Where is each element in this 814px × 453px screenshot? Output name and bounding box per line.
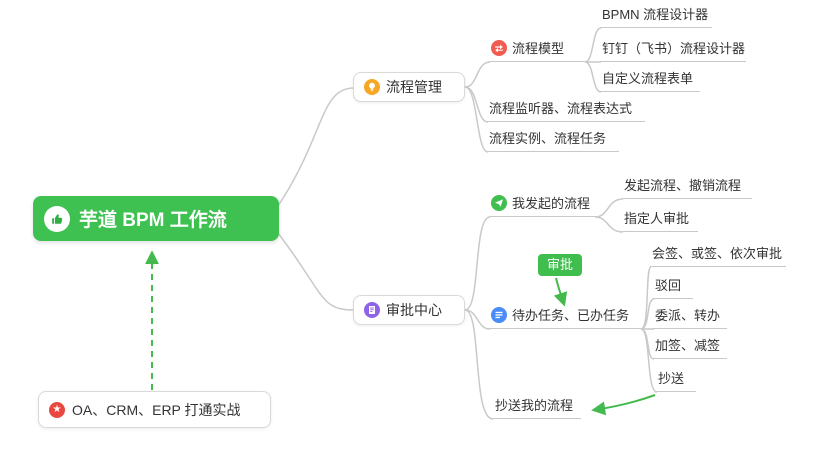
branch-label: 流程管理: [386, 79, 442, 95]
approval-tag-label: 审批: [547, 257, 574, 272]
topic-add-remove-sign[interactable]: 加签、减签: [653, 336, 727, 359]
practice-label: OA、CRM、ERP 打通实战: [72, 401, 241, 418]
topic-label: 流程模型: [512, 41, 565, 56]
root-label: 芋道 BPM 工作流: [79, 210, 227, 231]
topic-countersign[interactable]: 会签、或签、依次审批: [650, 244, 786, 267]
topic-my-processes[interactable]: 我发起的流程: [489, 194, 595, 217]
topic-process-model[interactable]: 流程模型: [489, 39, 585, 62]
topic-label: 指定人审批: [624, 211, 690, 226]
branch-process-management[interactable]: 流程管理: [353, 72, 465, 102]
topic-label: 流程监听器、流程表达式: [489, 101, 633, 116]
bulb-icon: [364, 79, 380, 95]
topic-label: 钉钉（飞书）流程设计器: [602, 41, 746, 56]
topic-initiate-cancel[interactable]: 发起流程、撤销流程: [622, 176, 752, 199]
relation-arrows: [145, 250, 656, 416]
branch-approval-center[interactable]: 审批中心: [353, 295, 465, 325]
topic-dingtalk-designer[interactable]: 钉钉（飞书）流程设计器: [600, 39, 746, 62]
paper-plane-icon: [491, 194, 507, 211]
topic-bpmn-designer[interactable]: BPMN 流程设计器: [600, 5, 712, 28]
topic-label: 流程实例、流程任务: [489, 131, 607, 146]
topic-label: 待办任务、已办任务: [512, 308, 630, 323]
topic-label: 驳回: [655, 278, 682, 293]
practice-node[interactable]: ★ OA、CRM、ERP 打通实战: [38, 391, 271, 428]
topic-label: 会签、或签、依次审批: [652, 246, 783, 261]
topic-instance-task[interactable]: 流程实例、流程任务: [487, 129, 619, 152]
thumbs-up-icon: [44, 205, 70, 232]
topic-cc[interactable]: 抄送: [656, 369, 696, 392]
approval-tag[interactable]: 审批: [538, 254, 583, 276]
branch-label: 审批中心: [386, 302, 442, 318]
approval-tag-arrow: [553, 277, 568, 307]
star-icon: ★: [49, 401, 65, 418]
topic-label: 发起流程、撤销流程: [624, 178, 742, 193]
topic-delegate-transfer[interactable]: 委派、转办: [653, 306, 727, 329]
topic-label: 抄送我的流程: [495, 398, 574, 413]
topic-label: 自定义流程表单: [602, 71, 694, 86]
topic-todo-done[interactable]: 待办任务、已办任务: [489, 306, 641, 329]
topic-label: 加签、减签: [655, 338, 721, 353]
topic-assignee-approval[interactable]: 指定人审批: [622, 209, 698, 232]
topic-label: 委派、转办: [655, 308, 721, 323]
topic-label: BPMN 流程设计器: [602, 7, 709, 22]
branch-links: [277, 27, 658, 420]
topic-listener-expression[interactable]: 流程监听器、流程表达式: [487, 99, 645, 122]
topic-custom-form[interactable]: 自定义流程表单: [600, 69, 700, 92]
topic-label: 我发起的流程: [512, 196, 591, 211]
topic-label: 抄送: [658, 371, 685, 386]
task-list-icon: [491, 306, 507, 323]
flow-model-icon: [491, 39, 507, 56]
approval-doc-icon: [364, 302, 380, 318]
root-node[interactable]: 芋道 BPM 工作流: [33, 196, 279, 241]
topic-cc-my-process[interactable]: 抄送我的流程: [493, 396, 581, 419]
topic-reject[interactable]: 驳回: [653, 276, 693, 299]
cc-to-ccmyprocess-arrow: [591, 394, 656, 416]
